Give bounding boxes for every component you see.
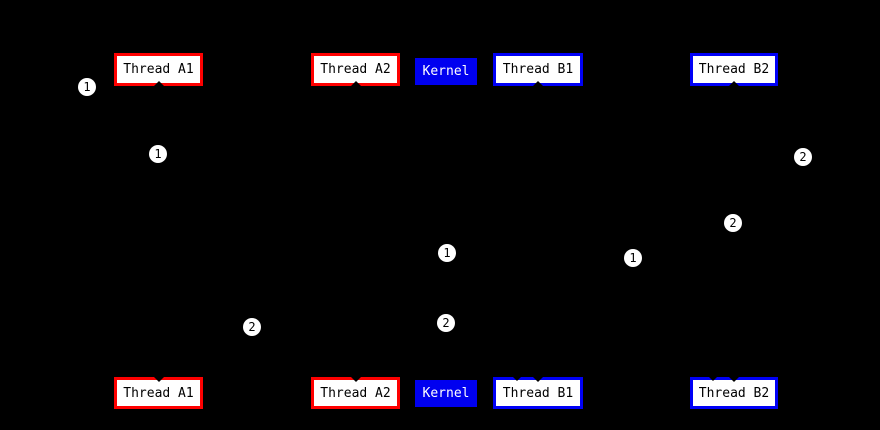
participant-label: Kernel	[422, 386, 470, 401]
message-number-badge: 2	[243, 318, 261, 336]
participant-label: Thread B1	[502, 385, 574, 401]
participant-box-thread-a1-bottom: Thread A1	[114, 377, 203, 409]
participant-box-thread-b1-top: Thread B1	[493, 53, 583, 86]
participant-label: Thread A2	[320, 62, 391, 77]
lifeline-stub	[153, 81, 164, 86]
lifeline-stub	[729, 81, 739, 86]
lifeline-stub	[350, 377, 361, 382]
participant-box-kernel-top: Kernel	[415, 58, 477, 85]
participant-label: Thread B2	[698, 62, 770, 77]
message-number-badge: 1	[438, 244, 456, 262]
message-number-badge: 1	[624, 249, 642, 267]
participant-box-thread-a2-bottom: Thread A2	[311, 377, 400, 409]
message-number-badge: 1	[149, 145, 167, 163]
participant-box-thread-b1-bottom: Thread B1	[493, 377, 583, 409]
lifeline-stub	[350, 81, 361, 86]
participant-box-thread-b2-top: Thread B2	[690, 53, 778, 86]
participant-label: Kernel	[422, 64, 470, 79]
lifeline-stub	[533, 81, 543, 86]
participant-label: Thread A1	[123, 385, 194, 401]
message-number-badge: 2	[437, 314, 455, 332]
message-number-badge: 2	[794, 148, 812, 166]
participant-box-thread-b2-bottom: Thread B2	[690, 377, 778, 409]
arrowhead-stub	[709, 377, 717, 381]
lifeline-stub	[533, 377, 543, 382]
participant-label: Thread B2	[698, 385, 770, 401]
lifeline-stub	[153, 377, 164, 382]
participant-label: Thread B1	[502, 62, 574, 77]
participant-box-thread-a2-top: Thread A2	[311, 53, 400, 86]
participant-label: Thread A1	[123, 62, 194, 77]
participant-box-thread-a1-top: Thread A1	[114, 53, 203, 86]
participant-box-kernel-bottom: Kernel	[415, 380, 477, 407]
message-number-badge: 1	[78, 78, 96, 96]
lifeline-stub	[729, 377, 739, 382]
arrowhead-stub	[513, 377, 521, 381]
participant-label: Thread A2	[320, 385, 391, 401]
message-number-badge: 2	[724, 214, 742, 232]
